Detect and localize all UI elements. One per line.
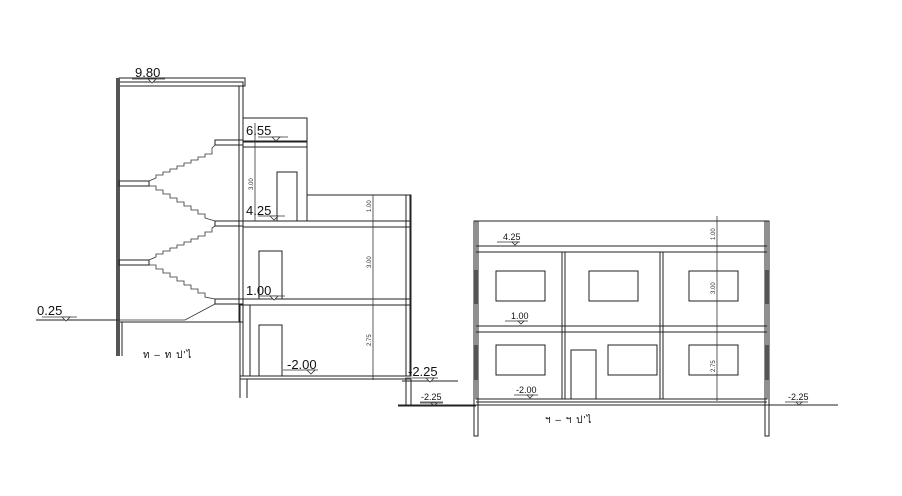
window <box>607 344 658 376</box>
level-markers <box>420 241 808 406</box>
dimension-label: 3.00 <box>711 282 717 294</box>
dimension-label: 3.00 <box>249 178 255 190</box>
window <box>495 344 546 376</box>
door <box>258 324 283 377</box>
wall-opening <box>765 270 769 304</box>
stair-flight <box>148 225 216 261</box>
level-markers <box>42 78 443 407</box>
parapet-hatch <box>306 194 412 222</box>
retaining-wall <box>239 304 251 377</box>
wall-opening <box>474 345 478 380</box>
level-label-roof: 9.80 <box>135 65 160 80</box>
stair-flight <box>119 303 216 321</box>
window <box>688 270 739 302</box>
right-exterior-wall <box>405 194 411 377</box>
door <box>276 171 298 222</box>
level-label-second: 4.25 <box>246 203 271 218</box>
level-label-ground: 0.25 <box>37 303 62 318</box>
section-title-right: ฯ – ฯ ป'ไ <box>545 414 592 426</box>
level-label-site-right: -2.25 <box>788 392 809 402</box>
left-exterior-wall <box>116 78 120 356</box>
stair-flight <box>149 185 216 222</box>
level-label-first: 1.00 <box>511 311 529 321</box>
level-label-upper: 6.55 <box>246 123 271 138</box>
level-label-site: -2.25 <box>408 364 438 379</box>
left-exterior-wall <box>473 220 479 437</box>
wall-opening <box>765 345 769 380</box>
slab-1-00 <box>475 325 768 333</box>
dimension-label: 2.75 <box>711 360 717 372</box>
window <box>688 344 739 376</box>
slab-4-25 <box>242 220 412 228</box>
level-label-second: 4.25 <box>503 232 521 242</box>
basement-hatch <box>242 304 412 377</box>
stair-flight <box>149 264 216 300</box>
right-exterior-wall <box>764 220 770 437</box>
window <box>588 270 639 302</box>
section-right: 4.25 1.00 -2.00 -2.25 1.00 3.00 2.75 ฯ –… <box>398 216 838 437</box>
level-label-first: 1.00 <box>246 283 271 298</box>
landing <box>118 180 150 187</box>
level-label-basement: -2.00 <box>516 385 537 395</box>
wall-opening <box>474 270 478 304</box>
door <box>570 349 597 400</box>
section-left: 9.80 6.55 4.25 1.00 0.25 -2.00 -2.25 -2.… <box>36 65 476 407</box>
dimension-label: 1.00 <box>367 200 373 212</box>
tower-right-wall <box>238 85 244 323</box>
dimension-label: 2.75 <box>367 334 373 346</box>
dimension-label: 3.00 <box>367 256 373 268</box>
slab-4-25 <box>475 245 768 253</box>
level-label-basement: -2.00 <box>287 357 317 372</box>
section-title-left: ท – ท ป'ไ <box>143 349 192 361</box>
landing <box>118 259 150 266</box>
slab-1-00 <box>242 298 412 306</box>
level-label-site-small: -2.25 <box>421 392 442 402</box>
window <box>495 270 546 302</box>
parapet-hatch <box>242 117 308 143</box>
dimension-label: 1.00 <box>711 228 717 240</box>
stair-flight <box>148 144 216 182</box>
